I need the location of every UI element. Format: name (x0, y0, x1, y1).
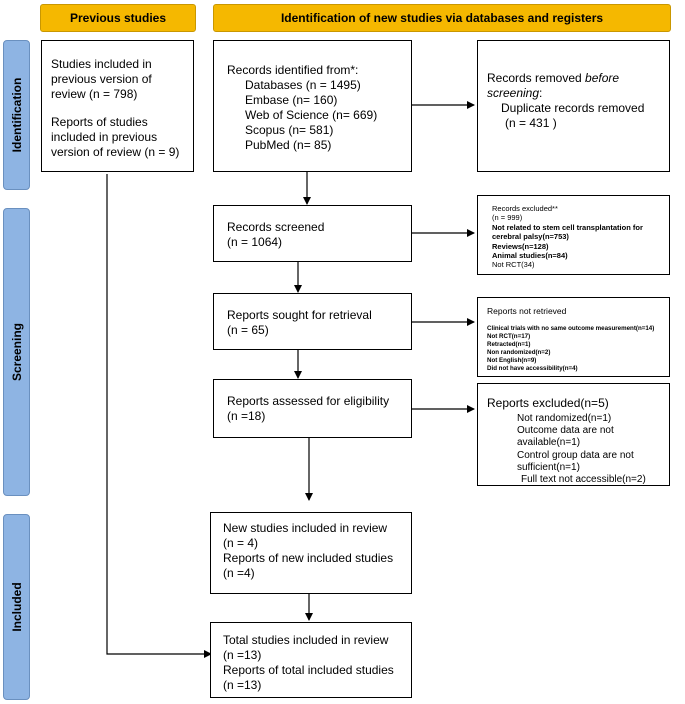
reports-sought-count: (n = 65) (227, 323, 269, 337)
reports-not-retrieved-title: Reports not retrieved (487, 306, 567, 316)
reports-sought-box: Reports sought for retrieval (n = 65) (213, 293, 412, 350)
total-studies-box: Total studies included in review (n =13)… (210, 622, 412, 698)
records-screened-count: (n = 1064) (227, 235, 283, 249)
source-embase: Embase (n= 160) (245, 93, 338, 107)
records-screened-box: Records screened (n = 1064) (213, 205, 412, 262)
not-retrieved-non-randomized: Non randomized(n=2) (487, 348, 551, 356)
records-excluded-count: (n = 999) (492, 213, 523, 223)
not-retrieved-retracted: Retracted(n=1) (487, 340, 531, 348)
identification-header-label: Identification of new studies via databa… (280, 11, 604, 25)
source-scopus: Scopus (n= 581) (245, 123, 334, 137)
new-studies-count: (n = 4) (223, 536, 259, 550)
total-reports-label: Reports of total included studies (223, 663, 394, 677)
previous-studies-included: Studies included in previous version of … (51, 57, 152, 101)
new-studies-label: New studies included in review (223, 521, 388, 535)
source-pubmed: PubMed (n= 85) (245, 138, 332, 152)
arrow-previous-to-total (106, 174, 212, 658)
excluded-control-data-insufficient: Control group data are not sufficient(n=… (517, 449, 634, 473)
reports-sought-label: Reports sought for retrieval (227, 308, 372, 322)
records-screened-label: Records screened (227, 220, 325, 234)
identification-header: Identification of new studies via databa… (213, 4, 671, 32)
reports-assessed-box: Reports assessed for eligibility (n =18) (213, 379, 412, 438)
excluded-not-randomized: Not randomized(n=1) (517, 413, 612, 424)
records-excluded-title: Records excluded** (492, 204, 558, 213)
new-reports-label: Reports of new included studies (223, 551, 394, 565)
records-removed-title: Records removed before screening: (487, 71, 620, 100)
phase-included: Included (3, 514, 30, 700)
excluded-not-related: Not related to stem cell transplantation… (492, 222, 643, 242)
previous-studies-box: Studies included in previous version of … (41, 40, 194, 172)
reports-excluded-box: Reports excluded(n=5) Not randomized(n=1… (477, 383, 670, 486)
not-retrieved-no-accessibility: Did not have accessibility(n=4) (487, 364, 578, 372)
total-studies-count: (n =13) (223, 648, 262, 662)
excluded-outcome-not-available: Outcome data are not available(n=1) (517, 425, 614, 449)
previous-reports-included: Reports of studies included in previous … (51, 115, 180, 159)
new-studies-box: New studies included in review (n = 4) R… (210, 512, 412, 594)
source-web-of-science: Web of Science (n= 669) (245, 108, 378, 122)
total-studies-label: Total studies included in review (223, 633, 389, 647)
excluded-reviews: Reviews(n=128) (492, 241, 549, 251)
excluded-animal-studies: Animal studies(n=84) (492, 250, 568, 260)
reports-assessed-label: Reports assessed for eligibility (227, 394, 390, 408)
not-retrieved-not-rct: Not RCT(n=17) (487, 332, 531, 340)
reports-assessed-count: (n =18) (227, 409, 266, 423)
duplicate-records-count: (n = 431 ) (505, 116, 557, 130)
records-identified-box: Records identified from*: Databases (n =… (213, 40, 412, 172)
excluded-not-rct: Not RCT(34) (492, 260, 535, 270)
phase-identification: Identification (3, 40, 30, 190)
excluded-full-text-inaccessible: Full text not accessible(n=2) (521, 473, 646, 485)
records-identified-list: Databases (n = 1495) Embase (n= 160) Web… (227, 78, 405, 153)
not-retrieved-not-english: Not English(n=9) (487, 356, 537, 364)
previous-studies-header: Previous studies (40, 4, 196, 32)
source-databases: Databases (n = 1495) (245, 78, 361, 92)
reports-not-retrieved-box: Reports not retrieved Clinical trials wi… (477, 297, 670, 377)
duplicate-records-removed: Duplicate records removed (501, 101, 645, 115)
total-reports-count: (n =13) (223, 678, 262, 692)
new-reports-count: (n =4) (223, 566, 255, 580)
reports-excluded-title: Reports excluded(n=5) (487, 396, 609, 410)
records-identified-title: Records identified from*: (227, 63, 359, 77)
phase-screening: Screening (3, 208, 30, 496)
records-excluded-box: Records excluded** (n = 999) Not related… (477, 195, 670, 275)
previous-studies-header-label: Previous studies (69, 11, 167, 25)
not-retrieved-no-same-outcome: Clinical trials with no same outcome mea… (487, 324, 655, 332)
records-removed-box: Records removed before screening: Duplic… (477, 40, 670, 172)
